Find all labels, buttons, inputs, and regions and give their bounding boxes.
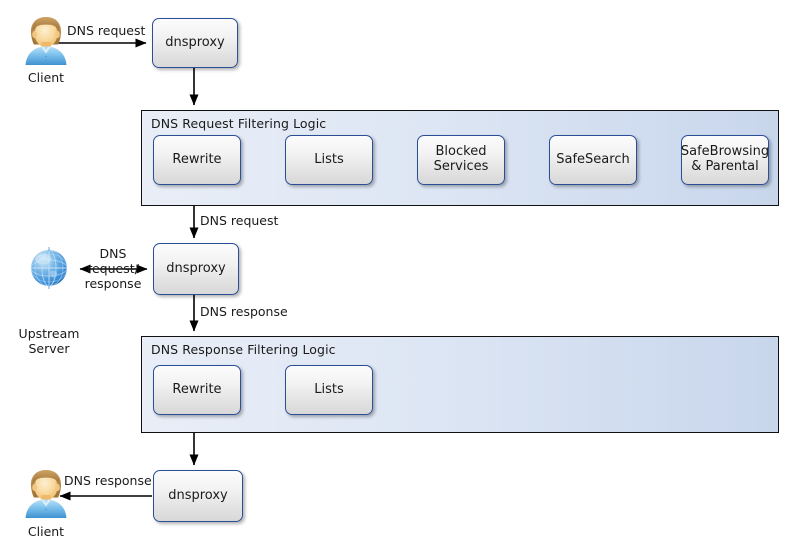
client-bottom-caption: Client <box>27 524 65 539</box>
edge-label-dnsproxy-to-request-filter: DNS request <box>200 213 279 228</box>
response-stage-rewrite-label: Rewrite <box>172 381 222 397</box>
request-stage-lists[interactable]: Lists <box>285 135 373 185</box>
request-stage-safebrowsing-parental[interactable]: SafeBrowsing & Parental <box>681 135 769 185</box>
edge-label-dnsproxy-to-client: DNS response <box>64 473 152 488</box>
user-avatar-icon <box>25 470 67 518</box>
request-stage-blocked-services[interactable]: Blocked Services <box>417 135 505 185</box>
response-stage-lists-label: Lists <box>314 381 344 397</box>
request-stage-safesearch-label: SafeSearch <box>556 151 630 167</box>
dnsproxy-top-label: dnsproxy <box>165 34 225 50</box>
edge-label-upstream-exchange: DNS request/ response <box>82 215 144 322</box>
edge-label-client-to-dnsproxy: DNS request <box>67 23 146 38</box>
dns-response-filtering-group: DNS Response Filtering Logic <box>141 336 779 433</box>
request-stage-blocked-services-label: Blocked Services <box>433 144 489 174</box>
dnsproxy-middle-node[interactable]: dnsproxy <box>153 243 239 295</box>
dnsproxy-bottom-node[interactable]: dnsproxy <box>153 470 243 522</box>
user-avatar-icon <box>25 17 67 65</box>
request-stage-safesearch[interactable]: SafeSearch <box>549 135 637 185</box>
upstream-server-caption-text: Upstream Server <box>18 325 80 356</box>
edge-label-upstream-exchange-text: DNS request/ response <box>84 245 142 292</box>
dns-request-filtering-title: DNS Request Filtering Logic <box>151 116 327 131</box>
response-stage-lists[interactable]: Lists <box>285 365 373 415</box>
edge-label-dnsproxy-to-response-filter: DNS response <box>200 304 288 319</box>
globe-icon <box>30 247 68 289</box>
client-top-caption: Client <box>27 70 65 85</box>
request-stage-lists-label: Lists <box>314 151 344 167</box>
request-stage-rewrite-label: Rewrite <box>172 151 222 167</box>
response-stage-rewrite[interactable]: Rewrite <box>153 365 241 415</box>
dnsproxy-top-node[interactable]: dnsproxy <box>152 18 238 68</box>
dnsproxy-bottom-label: dnsproxy <box>168 487 228 503</box>
upstream-server-caption: Upstream Server <box>12 295 86 387</box>
request-stage-safebrowsing-parental-label: SafeBrowsing & Parental <box>680 144 770 174</box>
request-stage-rewrite[interactable]: Rewrite <box>153 135 241 185</box>
dns-response-filtering-title: DNS Response Filtering Logic <box>151 342 336 357</box>
dnsproxy-middle-label: dnsproxy <box>166 260 226 276</box>
